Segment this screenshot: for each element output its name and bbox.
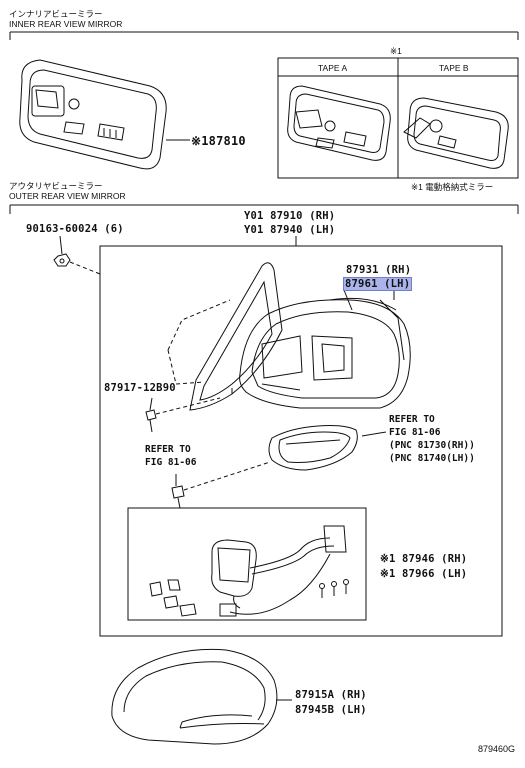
outer-section-title-en: OUTER REAR VIEW MIRROR (9, 191, 126, 201)
screw-part-number[interactable]: 87917-12B90 (104, 382, 176, 394)
refer-right-line-2[interactable]: FIG 81-06 (389, 427, 441, 438)
inner-section-title-jp: インナリアビューミラー (9, 9, 103, 19)
refer-right-line-3: (PNC 81730(RH)) (389, 440, 475, 451)
mirror-assy-rh-number[interactable]: Y01 87910 (RH) (244, 210, 336, 222)
harness-box-frame (127, 507, 367, 621)
mirror-housing-drawing (239, 297, 411, 409)
diagram-code: 879460G (478, 744, 516, 754)
harness-rh-number[interactable]: ※1 87946 (RH) (380, 553, 468, 565)
harness-drawing (149, 525, 349, 617)
outer-section-title-jp: アウタリヤビューミラー (9, 181, 103, 191)
cover-lh-number-highlighted[interactable]: 87961 (LH) (342, 277, 413, 291)
cap-rh-number[interactable]: 87915A (RH) (295, 689, 367, 701)
inner-mirror-drawing (19, 59, 190, 170)
note-box-tape-a: TAPE A (318, 63, 348, 73)
inner-section-footnote: ※1 電動格納式ミラー (411, 182, 494, 192)
harness-lh-number[interactable]: ※1 87966 (LH) (380, 568, 468, 580)
refer-right-line-4: (PNC 81740(LH)) (389, 453, 475, 464)
cover-rh-number[interactable]: 87931 (RH) (346, 264, 412, 276)
note-box-header: ※1 (390, 46, 402, 56)
mirror-cap-drawing (111, 648, 278, 745)
inner-section-title-en: INNER REAR VIEW MIRROR (9, 19, 123, 29)
tape-b-mirror-drawing (403, 97, 509, 169)
inner-mirror-part-number[interactable]: ※187810 (191, 134, 246, 148)
refer-left-line-2[interactable]: FIG 81-06 (145, 457, 197, 468)
note-box-tape-b: TAPE B (439, 63, 469, 73)
mirror-glass-drawing (189, 262, 283, 411)
turn-signal-lamp-drawing (268, 425, 358, 471)
cap-lh-number[interactable]: 87945B (LH) (295, 704, 367, 716)
refer-right-line-1: REFER TO (389, 414, 435, 425)
mirror-assy-lh-number[interactable]: Y01 87940 (LH) (244, 224, 336, 236)
refer-left-line-1: REFER TO (145, 444, 191, 455)
bolt-part-number[interactable]: 90163-60024 (6) (26, 223, 124, 235)
screw-drawing (145, 409, 157, 433)
outer-assembly-frame (99, 245, 503, 637)
lamp-screw-drawing (171, 485, 185, 509)
bolt-drawing (53, 253, 71, 267)
tape-a-mirror-drawing (287, 85, 391, 161)
